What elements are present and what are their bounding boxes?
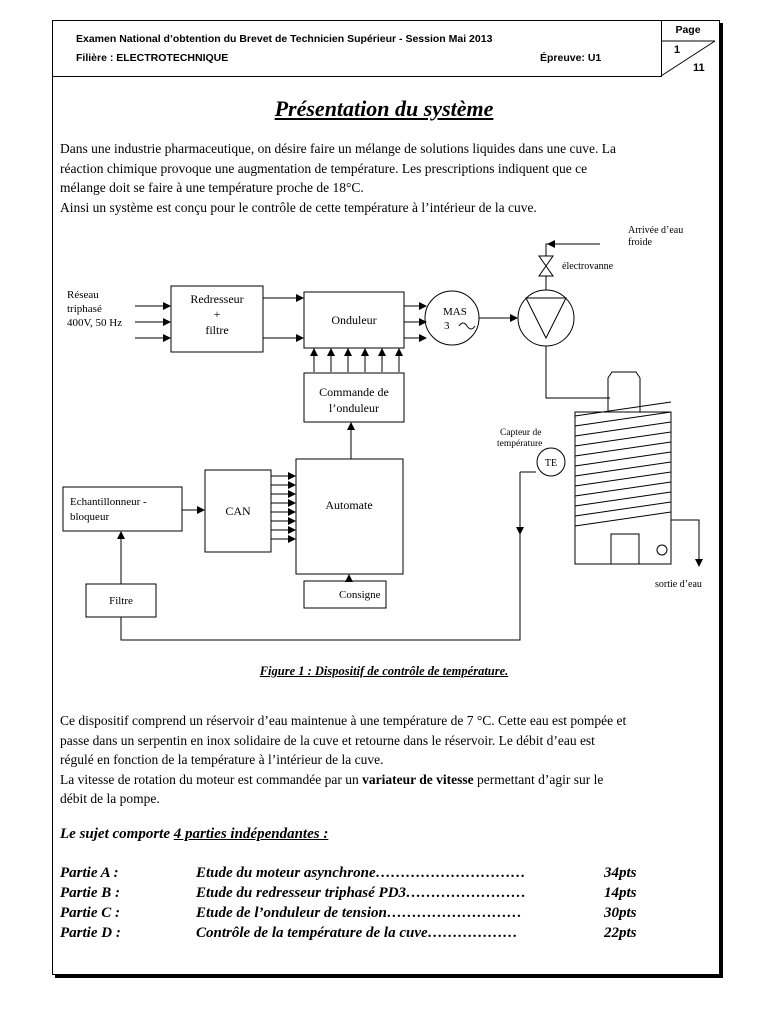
outlet-pipe (671, 519, 700, 560)
can-label: CAN (225, 504, 251, 518)
capteur-label: température (497, 439, 542, 449)
echantillonneur-label: Echantillonneur - (70, 496, 147, 508)
arrivee-label: froide (628, 237, 652, 248)
part-points: 30pts (604, 905, 637, 921)
consigne-label: Consigne (339, 589, 381, 601)
filtre-label: Filtre (109, 595, 133, 607)
page-total: 11 (693, 62, 705, 74)
part-points: 34pts (604, 865, 637, 881)
tank-top (607, 371, 641, 413)
part-label: Partie C : (60, 905, 120, 921)
body-text: La vitesse de rotation du moteur est com… (60, 771, 363, 787)
part-title: Contrôle de la température de la cuve………… (196, 925, 518, 941)
part-label: Partie A : (60, 865, 119, 881)
tank-outlet (656, 544, 668, 556)
part-points: 14pts (604, 885, 637, 901)
automate-label: Automate (325, 498, 372, 512)
body-line: débit de la pompe. (60, 791, 160, 806)
echantillonneur-box (62, 486, 183, 532)
intro-line: mélange doit se faire à une température … (60, 180, 364, 195)
automate-box (295, 458, 404, 575)
intro-line: Ainsi un système est conçu pour le contr… (60, 199, 537, 215)
figure-caption: Figure 1 : Dispositif de contrôle de tem… (259, 664, 509, 678)
commande-label: l’onduleur (329, 401, 379, 415)
can-box (204, 469, 272, 553)
mas-motor (424, 290, 480, 346)
intro-line: réaction chimique provoque une augmentat… (60, 160, 588, 176)
echantillonneur-label: bloqueur (70, 511, 109, 523)
pump-triangle (525, 297, 567, 340)
list-item: Partie D : Contrôle de la température de… (60, 923, 660, 943)
list-item: Partie A : Etude du moteur asynchrone………… (60, 863, 660, 883)
feedback-line (120, 530, 521, 641)
body-line: passe dans un serpentin en inox solidair… (60, 732, 595, 748)
intro-paragraph: Dans une industrie pharmaceutique, on dé… (60, 139, 710, 217)
part-label: Partie B : (60, 885, 120, 901)
parts-list: Partie A : Etude du moteur asynchrone………… (60, 863, 660, 943)
water-pipe (545, 346, 610, 399)
ac-symbol (458, 322, 476, 330)
part-title: Etude du redresseur triphasé PD3…………………… (196, 885, 527, 901)
epreuve-label: Épreuve: U1 (540, 52, 602, 64)
body-bold-text: variateur de vitesse (362, 771, 474, 787)
onduleur-label: Onduleur (331, 313, 376, 327)
tank-door (610, 533, 640, 565)
page-label: Page (675, 24, 701, 36)
mas-label: 3 (444, 320, 450, 332)
body-line: régulé en fonction de la température à l… (60, 752, 384, 767)
mas-label: MAS (443, 306, 467, 318)
onduleur-box (303, 291, 405, 349)
reseau-label: 400V, 50 Hz (67, 317, 122, 329)
reseau-label: Réseau (67, 289, 99, 301)
page-title: Présentation du système (274, 96, 494, 121)
commande-label: Commande de (319, 385, 389, 399)
body-text: permettant d’agir sur le (473, 771, 604, 787)
redresseur-label: + (214, 307, 221, 321)
redresseur-box (170, 285, 264, 353)
filiere-label: Filière : ELECTROTECHNIQUE (76, 52, 229, 64)
capteur-label: Capteur de (500, 428, 541, 438)
sortie-label: sortie d’eau (655, 579, 702, 590)
sujet-prefix: Le sujet comporte (60, 826, 174, 842)
reseau-label: triphasé (67, 303, 102, 315)
body-line: Ce dispositif comprend un réservoir d’ea… (60, 713, 627, 728)
list-item: Partie B : Etude du redresseur triphasé … (60, 883, 660, 903)
arrivee-label: Arrivée d’eau (628, 225, 683, 236)
redresseur-label: Redresseur (190, 292, 243, 306)
redresseur-label: filtre (205, 323, 228, 337)
electrovanne-label: électrovanne (562, 261, 614, 272)
te-sensor (536, 447, 566, 477)
te-label: TE (545, 458, 557, 469)
part-points: 22pts (604, 925, 637, 941)
sujet-underlined: 4 parties indépendantes : (173, 826, 329, 842)
list-item: Partie C : Etude de l’onduleur de tensio… (60, 903, 660, 923)
page-number: 1 (674, 44, 681, 56)
body-paragraph: Ce dispositif comprend un réservoir d’ea… (60, 711, 710, 809)
page-frame (52, 20, 720, 975)
part-title: Etude de l’onduleur de tension……………………… (196, 905, 522, 921)
body-line: La vitesse de rotation du moteur est com… (60, 770, 710, 790)
sujet-heading: Le sujet comporte 4 parties indépendante… (60, 826, 328, 843)
electrovanne-valve (538, 255, 554, 277)
part-title: Etude du moteur asynchrone………………………… (196, 865, 526, 881)
inlet-pipe (545, 243, 593, 256)
part-label: Partie D : (60, 925, 121, 941)
intro-line: Dans une industrie pharmaceutique, on dé… (60, 141, 616, 156)
tank (574, 411, 672, 565)
coil (574, 401, 672, 417)
exam-title: Examen National d’obtention du Brevet de… (76, 33, 493, 45)
